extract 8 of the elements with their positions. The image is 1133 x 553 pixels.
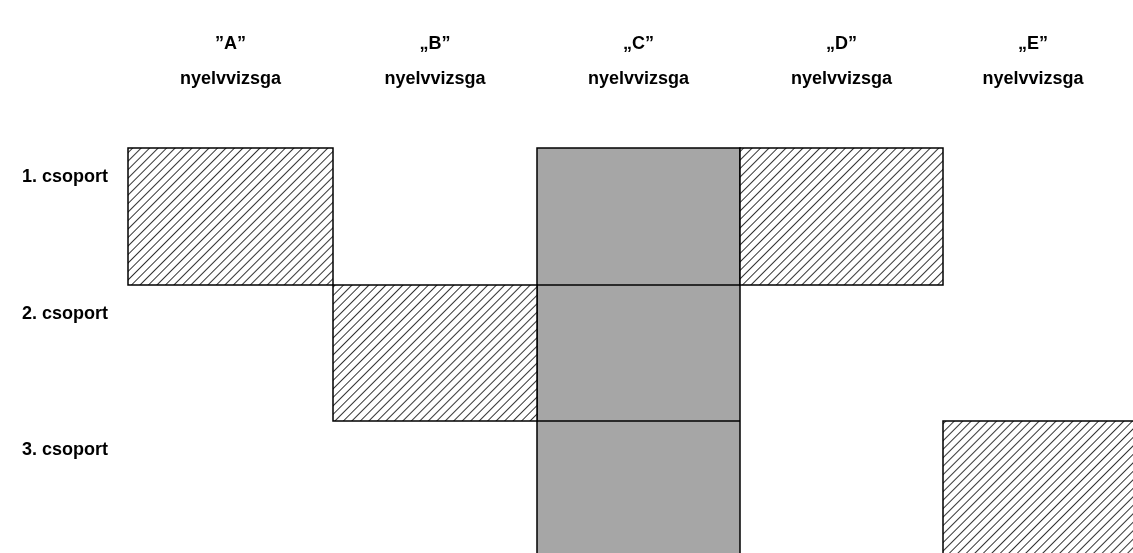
column-header: ”A” nyelvvizsga [178,32,283,90]
row-header: 3. csoport [22,438,110,461]
column-header: „D” nyelvvizsga [789,32,894,90]
column-header: „E” nyelvvizsga [981,32,1085,90]
row-header: 1. csoport [22,165,110,188]
column-header: „C” nyelvvizsga [586,32,691,90]
row-header: 2. csoport [22,302,110,325]
column-header: „B” nyelvvizsga [383,32,487,90]
